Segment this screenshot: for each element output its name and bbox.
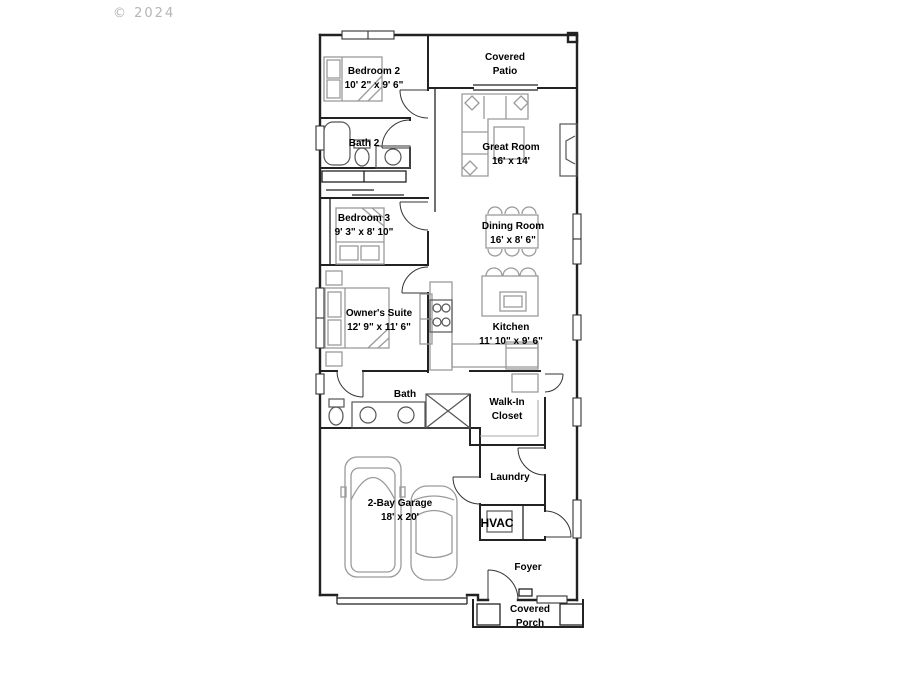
double-vanity-icon [351,401,426,429]
window-icon [572,314,582,341]
room-label-foyer: Foyer [514,562,541,573]
doors [336,89,572,601]
window-icon [315,125,325,151]
room-name: Patio [493,66,517,77]
sidelight-window-icon [536,595,568,604]
room-name: Owner's Suite [346,308,413,319]
door-swing-icon [544,510,572,538]
room-dims: 12' 9" x 11' 6" [347,322,411,333]
room-label-kitchen: Kitchen 11' 10" x 9' 6" [479,322,543,347]
window-icon [315,373,325,395]
room-label-covered-patio: Covered Patio [485,52,525,77]
room-labels: Bedroom 2 10' 2" x 9' 6" Covered Patio B… [335,52,550,629]
room-name: 2-Bay Garage [368,498,433,509]
furniture [321,56,578,581]
dining-table-icon [485,206,539,257]
room-name: Dining Room [482,221,544,232]
room-name: Laundry [490,472,530,483]
room-label-laundry: Laundry [490,472,530,483]
patio-post [566,31,579,44]
sectional-sofa-icon [461,93,529,177]
room-dims: 16' x 14' [492,156,530,167]
van-icon [340,456,406,578]
kitchen-island-icon [481,267,539,317]
room-name: Covered [510,604,550,615]
door-swing-icon [336,370,364,398]
room-name: Bedroom 2 [348,66,401,77]
room-name: Bath [394,389,416,400]
room-name: Porch [516,618,544,629]
windows [315,30,582,604]
coffee-table-icon [493,126,525,160]
cooktop-icon [429,299,453,333]
room-name: Kitchen [493,322,530,333]
window-icon [572,238,582,265]
window-icon [572,213,582,240]
room-name: HVAC [480,516,513,530]
garage-door [336,595,468,605]
toilet-icon [353,139,371,167]
door-swing-icon [399,89,429,119]
bar-stools-icon [485,267,537,277]
copyright-watermark: © 2024 [113,6,175,21]
toilet-icon [328,398,345,426]
room-dims: 11' 10" x 9' 6" [479,336,543,347]
room-name: Covered [485,52,525,63]
room-label-bath: Bath [394,389,416,400]
car-icon [410,485,458,581]
bed-icon [323,56,383,102]
room-label-2-bay-garage: 2-Bay Garage 18' x 20' [368,498,433,523]
room-label-owners-suite: Owner's Suite 12' 9" x 11' 6" [346,308,413,333]
sink-vanity-icon [375,145,411,169]
front-door-swing-icon [487,569,519,601]
porch-post [559,603,584,626]
room-dims: 16' x 8' 6" [490,235,536,246]
door-swing-icon [401,266,429,294]
nightstand-icon [325,270,343,286]
room-label-hvac: HVAC [480,516,513,530]
room-label-walk-in-closet: Walk-In Closet [489,397,524,422]
bed-icon [335,207,385,265]
door-swing-icon [517,447,546,476]
room-name: Closet [492,411,523,422]
room-name: Walk-In [489,397,524,408]
window-icon [572,499,582,539]
room-name: Great Room [482,142,539,153]
room-label-covered-porch: Covered Porch [510,604,550,629]
door-swing-icon [381,119,411,149]
shower-icon [425,393,471,429]
room-name: Bedroom 3 [338,213,391,224]
room-label-great-room: Great Room 16' x 14' [482,142,539,167]
room-dims: 9' 3" x 8' 10" [335,227,394,238]
room-dims: 18' x 20' [381,512,419,523]
bathtub-icon [323,121,351,166]
room-label-bedroom-2: Bedroom 2 10' 2" x 9' 6" [345,66,404,91]
room-name: Foyer [514,562,541,573]
bed-icon [324,287,390,349]
closet-shelf-icon [321,170,407,196]
door-swing-icon [399,201,429,231]
room-dims: 10' 2" x 9' 6" [345,80,404,91]
closet-shelf-icon [480,400,539,437]
room-label-dining-room: Dining Room 16' x 8' 6" [482,221,544,246]
nightstand-icon [325,351,343,367]
door-swing-icon [452,476,481,505]
room-label-bedroom-3: Bedroom 3 9' 3" x 8' 10" [335,213,394,238]
refrigerator-icon [505,341,539,370]
pantry-closet-icon [511,373,539,393]
covered-porch-structure [472,599,584,628]
window-icon [572,397,582,427]
room-name: Bath 2 [349,138,380,149]
door-swing-icon [544,373,564,393]
hvac-unit-icon [486,510,513,533]
porch-post [476,603,501,626]
door-jamb [518,588,533,597]
room-label-bath-2: Bath 2 [349,138,380,149]
tv-console-icon [559,123,578,177]
